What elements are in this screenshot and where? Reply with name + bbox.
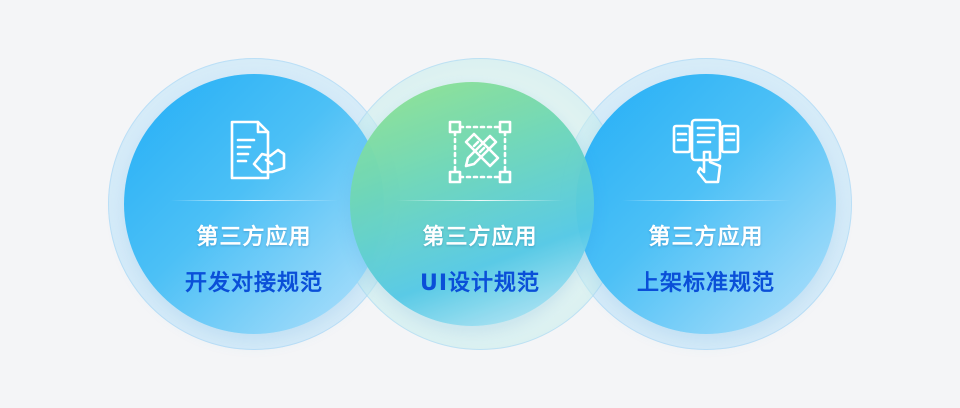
card-subtitle: 上架标准规范 [636,271,775,296]
app-listing-tap-icon [672,118,740,184]
circle-left [124,74,384,334]
document-handshake-icon [230,120,286,180]
design-ruler-pencil-icon [448,120,512,184]
circle-right [576,74,836,334]
card-subtitle: 开发对接规范 [184,271,323,296]
divider [396,200,564,201]
card-title: 第三方应用 [422,225,538,250]
divider [622,200,790,201]
card-listing-spec: 第三方应用 上架标准规范 [606,116,806,297]
card-subtitle: UI设计规范 [419,271,541,296]
circle-center [350,82,594,326]
card-title: 第三方应用 [196,225,312,250]
card-title: 第三方应用 [648,225,764,250]
card-ui-spec: 第三方应用 UI设计规范 [380,116,580,297]
divider [170,200,338,201]
card-dev-spec: 第三方应用 开发对接规范 [154,116,354,297]
